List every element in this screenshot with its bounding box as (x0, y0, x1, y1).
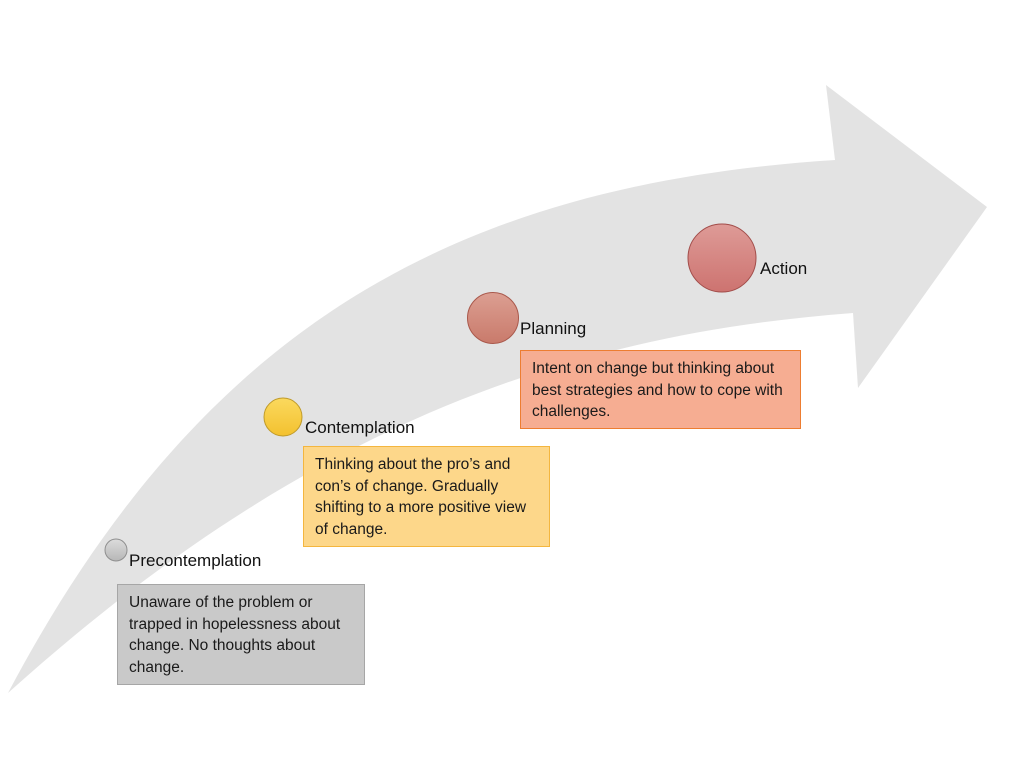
precontemplation-description: Unaware of the problem or trapped in hop… (129, 594, 341, 676)
precontemplation-circle (104, 538, 128, 562)
planning-circle (467, 292, 519, 344)
contemplation-label: Contemplation (305, 418, 415, 437)
planning-label: Planning (520, 319, 587, 338)
action-label: Action (760, 259, 808, 278)
contemplation-description: Thinking about the pro’s and con’s of ch… (315, 456, 527, 538)
precontemplation-label: Precontemplation (129, 551, 262, 570)
planning-description: Intent on change but thinking about best… (532, 360, 783, 420)
action-circle (687, 223, 757, 293)
planning-description-box: Intent on change but thinking about best… (520, 350, 801, 429)
precontemplation-description-box: Unaware of the problem or trapped in hop… (117, 584, 365, 685)
contemplation-circle (263, 397, 303, 437)
contemplation-description-box: Thinking about the pro’s and con’s of ch… (303, 446, 550, 547)
